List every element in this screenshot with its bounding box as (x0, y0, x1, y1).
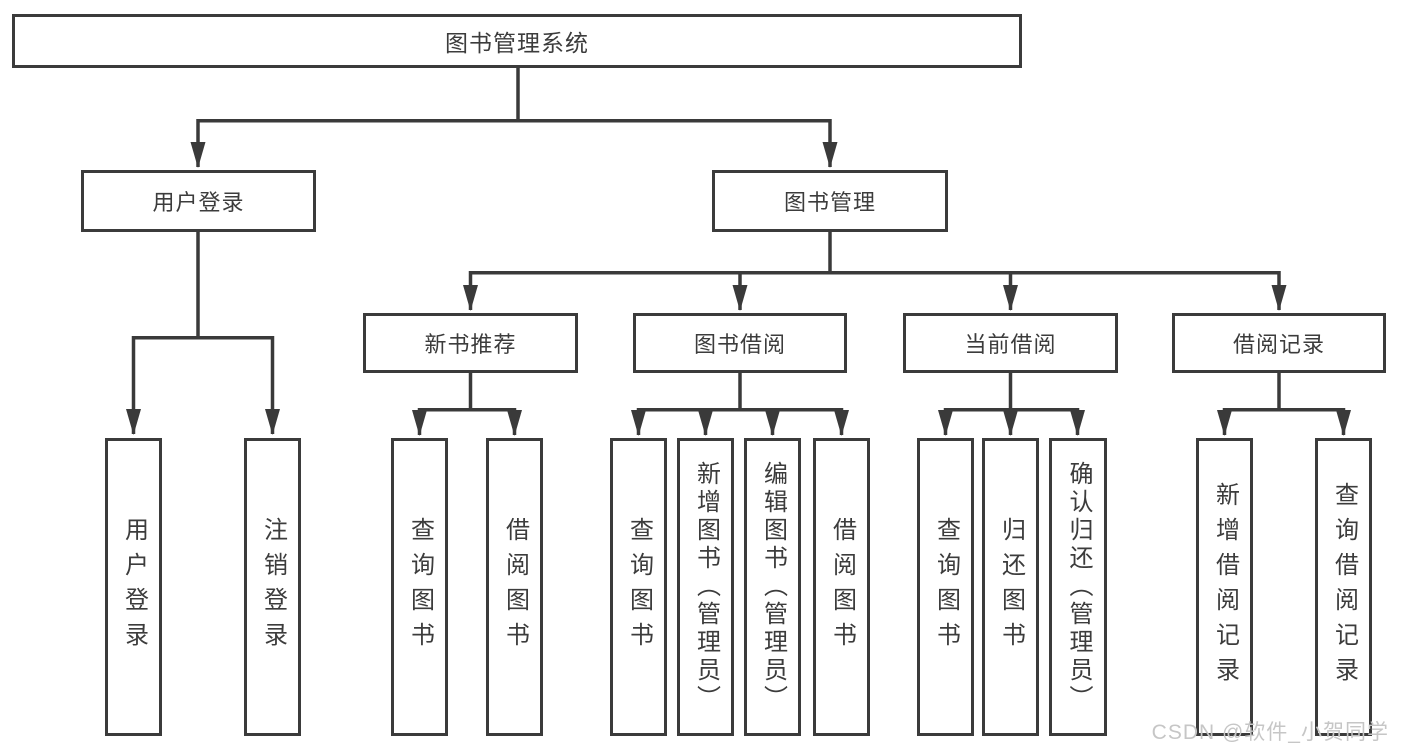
leaf-current-confirm: 确认归还（管理员） (1049, 438, 1107, 736)
leaf-borrow-query: 查询图书 (610, 438, 667, 736)
leaf-records-add: 新增借阅记录 (1196, 438, 1253, 736)
leaf-newbooks-query: 查询图书 (391, 438, 448, 736)
leaf-user-login: 用户登录 (105, 438, 162, 736)
leaf-current-return: 归还图书 (982, 438, 1039, 736)
leaf-current-query: 查询图书 (917, 438, 974, 736)
node-current-borrow-label: 当前借阅 (964, 332, 1057, 357)
node-book-mgmt: 图书管理 (712, 170, 948, 232)
leaf-current-return-label: 归还图书 (997, 517, 1025, 657)
leaf-records-query: 查询借阅记录 (1315, 438, 1372, 736)
node-new-books-label: 新书推荐 (424, 332, 517, 357)
node-root-label: 图书管理系统 (445, 30, 589, 56)
leaf-newbooks-query-label: 查询图书 (406, 517, 434, 657)
node-borrow-records: 借阅记录 (1172, 313, 1386, 373)
leaf-borrow-borrow-label: 借阅图书 (828, 517, 856, 657)
leaf-current-confirm-label: 确认归还（管理员） (1065, 461, 1092, 713)
leaf-records-query-label: 查询借阅记录 (1330, 482, 1358, 692)
node-book-borrow: 图书借阅 (633, 313, 847, 373)
node-new-books: 新书推荐 (363, 313, 578, 373)
node-user-login-label: 用户登录 (152, 190, 245, 215)
leaf-borrow-edit-label: 编辑图书（管理员） (759, 461, 787, 713)
leaf-borrow-edit: 编辑图书（管理员） (744, 438, 801, 736)
leaf-newbooks-borrow-label: 借阅图书 (501, 517, 529, 657)
leaf-current-query-label: 查询图书 (932, 517, 960, 657)
leaf-borrow-query-label: 查询图书 (625, 517, 653, 657)
leaf-logout: 注销登录 (244, 438, 301, 736)
leaf-borrow-borrow: 借阅图书 (813, 438, 870, 736)
node-borrow-records-label: 借阅记录 (1232, 332, 1325, 357)
leaf-borrow-add: 新增图书（管理员） (677, 438, 734, 736)
leaf-records-add-label: 新增借阅记录 (1211, 482, 1239, 692)
node-book-mgmt-label: 图书管理 (783, 190, 876, 215)
leaf-user-login-label: 用户登录 (120, 517, 148, 657)
node-user-login: 用户登录 (81, 170, 316, 232)
watermark-text: CSDN @软件_小贺同学 (1151, 721, 1389, 744)
node-root: 图书管理系统 (12, 14, 1022, 68)
leaf-logout-label: 注销登录 (259, 517, 287, 657)
leaf-borrow-add-label: 新增图书（管理员） (692, 461, 720, 713)
node-book-borrow-label: 图书借阅 (693, 332, 786, 357)
node-current-borrow: 当前借阅 (903, 313, 1118, 373)
leaf-newbooks-borrow: 借阅图书 (486, 438, 543, 736)
